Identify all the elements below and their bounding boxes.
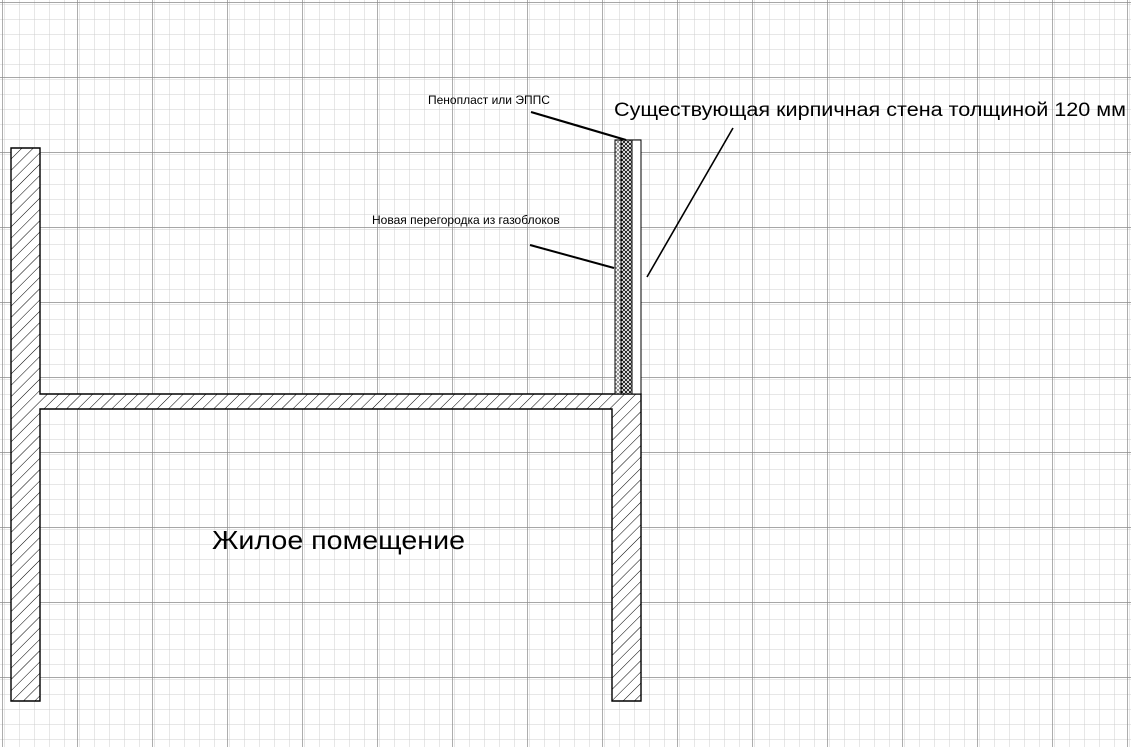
wall-outline	[10, 147, 642, 702]
existing-wall-label: Существующая кирпичная стена толщиной 12…	[614, 100, 1126, 121]
insulation-label: Пенопласт или ЭППС	[428, 93, 550, 107]
existing-wall-leader-line	[646, 127, 734, 278]
existing-brick-wall	[631, 139, 642, 395]
room-label: Жилое помещение	[212, 525, 465, 555]
insulation-layer	[620, 139, 633, 395]
insulation-leader-line	[530, 110, 627, 142]
new-partition-wall	[614, 139, 622, 395]
new-partition-label: Новая перегородка из газоблоков	[372, 213, 560, 227]
partition-leader-line	[529, 244, 615, 269]
